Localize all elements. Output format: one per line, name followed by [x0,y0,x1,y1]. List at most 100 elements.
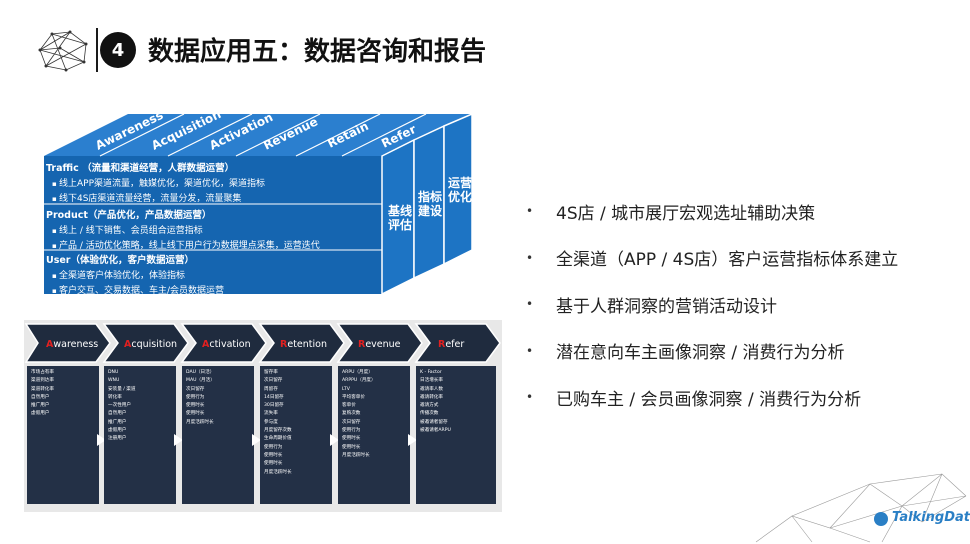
pipeline-metric: 被邀请者留存 [420,419,448,425]
pipeline-metric: 周留存 [264,386,278,392]
pipeline-metric: 留存率 [264,370,278,375]
pipeline-metric: 次日留存 [186,386,205,392]
pipeline-metric: 客单价 [342,403,356,409]
pipeline-metric: 月度活跃时长 [186,419,214,425]
bullet-list: •4S店 / 城市展厅宏观选址辅助决策 •全渠道（APP / 4S店）客户运营指… [526,188,966,421]
pipeline-metric: 一次性用户 [108,403,131,409]
pipeline-metric: WNU [108,378,120,384]
pipeline-column: DNU WNU 安装量 / 渠道转化率一次性用户自然用户推广用户虚假用户注册用户 [104,366,176,504]
pipeline-metric: ARPU（月度） [342,370,373,375]
pipeline-metric: 参与度 [264,419,278,425]
pipeline-stage-label: Awareness [46,339,98,350]
pipeline-metric: 渠道到达率 [31,378,54,384]
section-line: 线下4S店渠道流量经营，流量分发，流量聚集 [46,191,384,204]
pipeline-metric: 自然用户 [31,394,50,400]
pipeline-metric: 月度活跃时长 [342,452,370,458]
pipeline-metric: 使用时长 [342,444,361,450]
list-item: •基于人群洞察的营销活动设计 [526,296,777,317]
pipeline-metric: 虚假用户 [31,411,50,417]
pipeline-metric: 使用时长 [264,452,283,458]
funnel-top-face [44,114,472,156]
pipeline-metric: DAU（日活） [186,370,215,375]
list-item: •潜在意向车主画像洞察 / 消费行为分析 [526,343,845,364]
pipeline-stage-label: Revenue [358,339,401,350]
pipeline-stage-label: Refer [438,339,464,350]
flow-arrow-icon [252,434,261,446]
side-label-metrics: 指标 建设 [417,190,442,218]
pipeline-stage-label: Retention [280,339,327,350]
pipeline-stage-label: Acquisition [124,339,177,350]
flow-arrow-icon [408,434,417,446]
section-line: 全渠道客户体验优化，体验指标 [46,268,384,281]
pipeline-metric: 传播次数 [420,411,439,417]
bullet-dot-icon: • [526,250,534,265]
corner-network-icon [755,473,967,543]
section-title: Product（产品优化，产品数据运营） [46,210,212,221]
pipeline-metric: 14日留存 [264,394,284,400]
pipeline-metric: 邀请方式 [420,403,439,409]
section-line: 线上 / 线下销售、会员组合运营指标 [46,223,384,236]
pipeline-metric: 推广用户 [31,403,50,409]
pipeline-metric: 次日留存 [264,378,283,384]
brand-name: TalkingData [892,510,970,525]
pipeline-metric: 邀请转化率 [420,394,443,400]
pipeline-metric: 月度留存次数 [264,428,292,434]
funnel-section-user: User（体验优化，客户数据运营） 全渠道客户体验优化，体验指标 客户交互、交易… [46,252,384,296]
pipeline-metric: 使用行为 [264,444,283,450]
header-divider [96,28,98,72]
side-label-baseline: 基线 评估 [387,204,412,232]
pipeline-metric: 使用时长 [186,403,205,409]
network-logo-icon [38,30,88,72]
pipeline-metric: 被邀请者ARPU [420,428,451,434]
pipeline-metric: 市场占有率 [31,370,54,375]
flow-arrow-icon [97,434,106,446]
pipeline-metric: 使用时长 [342,436,361,442]
pipeline-metric: 日活增长率 [420,378,443,384]
pipeline-stage-label: Activation [202,339,251,350]
section-line: 客户交互、交易数据、车主/会员数据运营 [46,283,384,296]
pipeline-metric: 注册用户 [108,436,127,442]
pipeline-metric: 渠道转化率 [31,386,54,392]
bullet-dot-icon: • [526,297,534,312]
funnel-section-traffic: Traffic （流量和渠道经营，人群数据运营） 线上APP渠道流量，触媒优化，… [46,160,384,204]
funnel-section-product: Product（产品优化，产品数据运营） 线上 / 线下销售、会员组合运营指标 … [46,207,384,251]
pipeline-metric: 30日留存 [264,403,284,409]
brand-logo-icon [874,512,888,526]
pipeline-metric: DNU [108,370,119,375]
pipeline-metric: 安装量 / 渠道 [108,386,136,392]
flow-arrow-icon [174,434,183,446]
list-item: •全渠道（APP / 4S店）客户运营指标体系建立 [526,250,899,271]
section-title: Traffic （流量和渠道经营，人群数据运营） [46,163,235,174]
pipeline-metric: 邀请率人数 [420,386,443,392]
side-label-operations: 运营 优化 [447,176,472,204]
pipeline-metric: 月度活跃时长 [264,469,292,475]
pipeline-metric: 推广用户 [108,419,127,425]
list-item: •已购车主 / 会员画像洞察 / 消费行为分析 [526,389,862,410]
pipeline-metric: K - Factor [420,370,442,375]
pipeline-metric: 使用时长 [264,461,283,467]
page-title: 数据应用五：数据咨询和报告 [148,37,487,67]
bullet-dot-icon: • [526,204,534,219]
bullet-dot-icon: • [526,343,534,358]
pipeline-metric: LTV [342,386,350,392]
section-line: 产品 / 活动优化策略，线上线下用户行为数据埋点采集，运营迭代 [46,238,384,251]
pipeline-column: 市场占有率渠道到达率渠道转化率自然用户推广用户虚假用户 [27,366,99,504]
pipeline-metric: 生命周期价值 [264,436,292,442]
pipeline-metric: 使用行为 [186,394,205,400]
bullet-dot-icon: • [526,390,534,405]
pipeline-metric: ARPPU（月度） [342,378,376,384]
section-number-badge: 4 [100,32,136,68]
section-title: User（体验优化，客户数据运营） [46,255,194,266]
list-item: •4S店 / 城市展厅宏观选址辅助决策 [526,203,816,224]
pipeline-metric: 使用时长 [186,411,205,417]
pipeline-metric: MAU（月活） [186,378,215,384]
pipeline-metric: 自然用户 [108,411,127,417]
flow-arrow-icon [330,434,339,446]
pipeline-metric: 虚假用户 [108,428,127,434]
section-line: 线上APP渠道流量，触媒优化，渠道优化，渠道指标 [46,176,384,189]
pipeline-column: K - Factor 日活增长率邀请率人数邀请转化率邀请方式传播次数被邀请者留存被… [416,366,496,504]
pipeline-metric: 转化率 [108,394,122,400]
pipeline-metric: 复购次数 [342,411,361,417]
